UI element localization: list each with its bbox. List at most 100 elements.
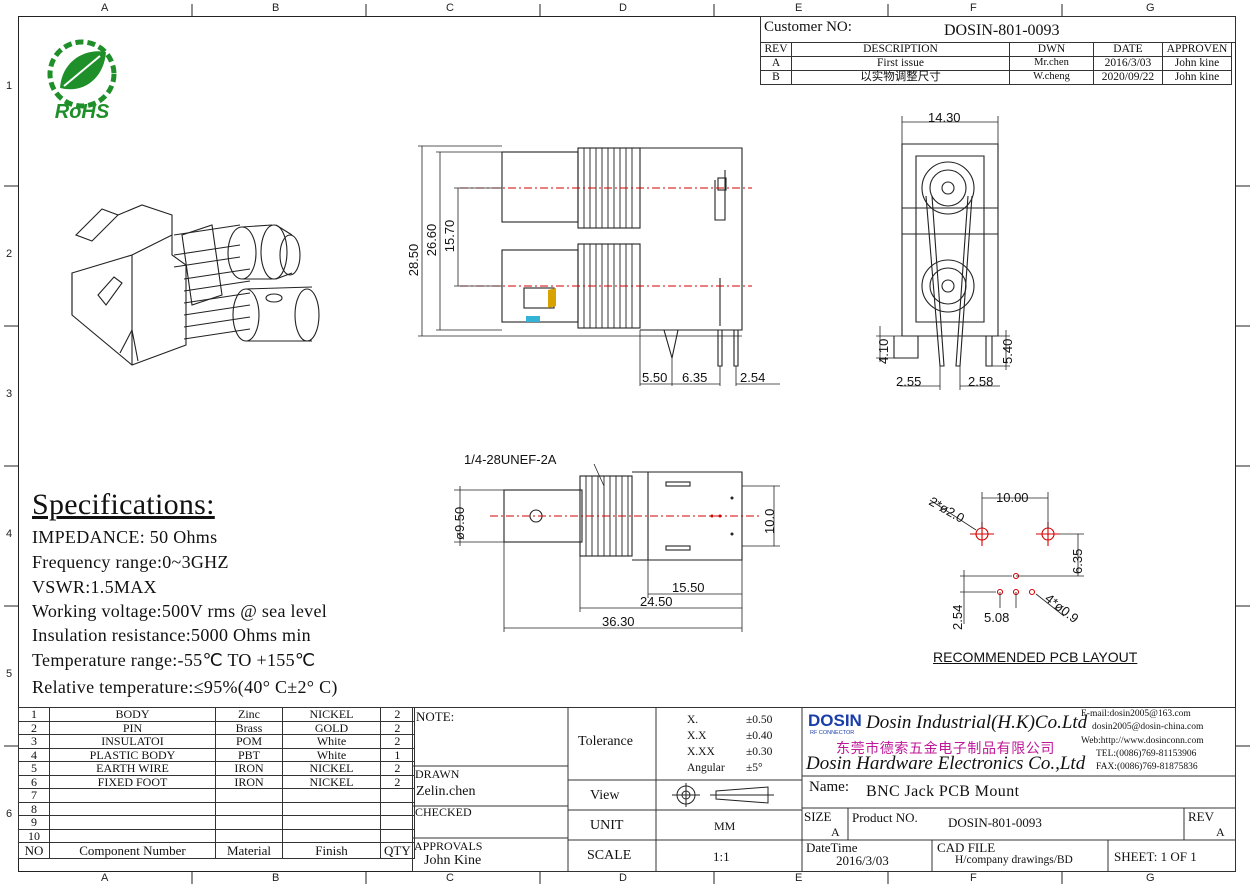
- dim-6-35: 6.35: [682, 370, 707, 385]
- tolerance-key: X.X: [687, 730, 707, 742]
- product-no-label: Product NO.: [852, 810, 918, 825]
- dim-4-10: 4.10: [876, 339, 891, 364]
- tolerance-value: ±0.40: [746, 730, 773, 742]
- bom-header: QTY: [380, 842, 415, 859]
- zone-col-label: D: [619, 2, 627, 14]
- bom-row: 7: [18, 788, 415, 803]
- customer-no-value: DOSIN-801-0093: [944, 22, 1060, 39]
- zone-col-label: G: [1146, 872, 1155, 884]
- spec-item: IMPEDANCE: 50 Ohms: [32, 527, 218, 547]
- dosin-logo: DOSIN: [808, 711, 862, 730]
- dim-5-40: 5.40: [1000, 339, 1015, 364]
- bom-header: NO: [18, 842, 50, 859]
- zone-col-label: C: [446, 872, 454, 884]
- zone-col-label: E: [795, 2, 803, 14]
- dim-10-00: 10.00: [996, 490, 1029, 505]
- dim-10-0: 10.0: [762, 509, 777, 534]
- size-label: SIZE: [804, 809, 832, 824]
- unit-label: UNIT: [590, 818, 624, 833]
- zone-col-label: G: [1146, 2, 1155, 14]
- scale-value: 1:1: [713, 849, 730, 864]
- thread-spec-label: 1/4-28UNEF-2A: [464, 452, 557, 467]
- top-view-drawing: 1/4-28UNEF-2A ø9.50 10.0 15.50 24.50 36.…: [452, 452, 780, 632]
- projection-symbol-icon: [672, 783, 774, 807]
- zone-col-label: F: [970, 872, 977, 884]
- scale-label: SCALE: [587, 848, 632, 863]
- zone-col-label: D: [619, 872, 627, 884]
- rev-label: REV: [1188, 809, 1214, 824]
- sheet-info: SHEET: 1 OF 1: [1114, 849, 1197, 864]
- tolerance-value: ±5°: [746, 762, 763, 774]
- bom-row: 10: [18, 828, 415, 843]
- dim-2-54: 2.54: [950, 605, 965, 630]
- dim-2-54: 2.54: [740, 370, 765, 385]
- spec-item: Temperature range:-55℃ TO +155℃: [32, 650, 316, 670]
- customer-box-lines: [760, 16, 1236, 43]
- zone-row-label: 4: [6, 528, 13, 540]
- note-label: NOTE:: [416, 709, 455, 724]
- dosin-logo-sub: RF CONNECTOR: [810, 730, 855, 736]
- dim-15-70: 15.70: [442, 220, 457, 253]
- rohs-logo-text: RoHS: [55, 101, 110, 122]
- dim-15-50: 15.50: [672, 580, 705, 595]
- cad-file-path: H/company drawings/BD: [955, 854, 1073, 866]
- contact-line: FAX:(0086)769-81875836: [1096, 762, 1198, 772]
- dim-26-60: 26.60: [424, 224, 439, 257]
- tolerance-key: X.XX: [687, 746, 715, 758]
- tolerance-value: ±0.30: [746, 746, 773, 758]
- spec-item: Frequency range:0~3GHZ: [32, 552, 229, 572]
- dim-5-50: 5.50: [642, 370, 667, 385]
- zone-col-label: C: [446, 2, 454, 14]
- size-value: A: [831, 825, 840, 839]
- side-view-drawing: 28.50 26.60 15.70 5.50 6.35 2.54: [406, 145, 780, 386]
- product-name: BNC Jack PCB Mount: [866, 783, 1020, 800]
- zone-col-label: F: [970, 2, 977, 14]
- product-no-value: DOSIN-801-0093: [948, 815, 1042, 830]
- pcb-layout-drawing: 10.00 6.35 2.54 5.08 2*ø2.0 4*ø0.9: [927, 490, 1086, 630]
- zone-col-label: A: [101, 872, 109, 884]
- drawn-label: DRAWN: [415, 767, 460, 781]
- view-label: View: [590, 788, 620, 803]
- company-name-en: Dosin Industrial(H.K)Co.Ltd: [866, 712, 1088, 733]
- bom-header: Material: [215, 842, 283, 859]
- customer-no-label: Customer NO:: [764, 19, 852, 35]
- dim-2-55: 2.55: [896, 374, 921, 389]
- dim-24-50: 24.50: [640, 594, 673, 609]
- spec-item: VSWR:1.5MAX: [32, 577, 157, 597]
- dim-2-58: 2.58: [968, 374, 993, 389]
- isometric-view-drawing: [71, 204, 320, 366]
- zone-row-label: 6: [6, 808, 13, 820]
- dim-6-35: 6.35: [1070, 549, 1085, 574]
- zone-row-label: 3: [6, 388, 13, 400]
- zone-row-label: 1: [6, 80, 13, 92]
- company-name-cn: 东莞市德索五金电子制品有限公司: [836, 742, 1055, 757]
- dim-36-30: 36.30: [602, 614, 635, 629]
- spec-item: Insulation resistance:5000 Ohms min: [32, 625, 311, 645]
- bom-header-row: NO Component Number Material Finish QTY: [18, 842, 415, 859]
- rev-cell: 以实物调整尺寸: [791, 70, 1010, 85]
- pcb-layout-title: RECOMMENDED PCB LAYOUT: [933, 649, 1138, 665]
- drawn-by: Zelin.chen: [416, 784, 476, 799]
- zone-col-label: E: [795, 872, 803, 884]
- unit-value: MM: [714, 819, 736, 833]
- company-name-en-2: Dosin Hardware Electronics Co.,Ltd: [806, 753, 1086, 774]
- tolerance-key: Angular: [687, 762, 725, 774]
- cad-file-label: CAD FILE: [937, 840, 996, 855]
- zone-row-label: 5: [6, 668, 13, 680]
- checked-label: CHECKED: [415, 805, 472, 819]
- contact-line: Web:http://www.dosinconn.com: [1081, 736, 1204, 746]
- zone-col-label: A: [101, 2, 109, 14]
- dim-14-30: 14.30: [928, 110, 961, 125]
- dim-28-50: 28.50: [406, 244, 421, 277]
- datetime-value: 2016/3/03: [836, 853, 889, 868]
- spec-item: Relative temperature:≤95%(40° C±2° C): [32, 677, 338, 697]
- datetime-label: DateTime: [806, 840, 858, 855]
- contact-line: E-mail:dosin2005@163.com: [1081, 709, 1191, 719]
- spec-item: Working voltage:500V rms @ sea level: [32, 601, 328, 621]
- zone-col-label: B: [272, 2, 280, 14]
